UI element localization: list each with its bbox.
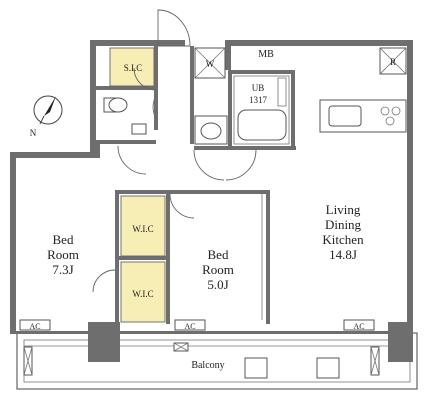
unit-bath: [233, 75, 290, 145]
ldk-name-line2: Dining: [325, 217, 362, 232]
bed-left-name-line2: Room: [47, 247, 79, 262]
wic-upper-label: W.I.C: [132, 224, 153, 234]
svg-text:AC: AC: [29, 322, 40, 331]
washer-pan: [194, 47, 226, 79]
wic-upper: [120, 195, 166, 257]
fridge-label: R: [390, 57, 396, 67]
sic-label: S.I.C: [124, 63, 143, 73]
label-bed-center: Bed Room 5.0J: [202, 247, 234, 292]
bed-center-size: 5.0J: [207, 277, 228, 292]
bed-left-name-line1: Bed: [53, 232, 74, 247]
bed-center-name-line2: Room: [202, 262, 234, 277]
wash-basin: [194, 115, 228, 145]
label-bed-left: Bed Room 7.3J: [47, 232, 79, 277]
ub-label: UB: [252, 83, 265, 93]
doors: [92, 9, 263, 320]
ac-center: AC: [174, 319, 206, 331]
wic-lower: [120, 261, 166, 323]
sic-storage: [109, 47, 155, 87]
ldk-name-line3: Kitchen: [322, 232, 364, 247]
svg-text:AC: AC: [184, 322, 195, 331]
balcony-area: [16, 332, 418, 390]
interior-walls: [96, 46, 296, 324]
svg-text:AC: AC: [353, 322, 364, 331]
fridge-space: [379, 47, 407, 75]
ldk-name-line1: Living: [326, 202, 361, 217]
ac-left: AC: [19, 319, 51, 331]
bed-center-name-line1: Bed: [208, 247, 229, 262]
toilet: [103, 97, 147, 135]
kitchen-counter: [319, 99, 407, 133]
ldk-size: 14.8J: [329, 247, 357, 262]
ac-right: AC: [343, 319, 375, 331]
wic-lower-label: W.I.C: [132, 289, 153, 299]
washer-label: W: [206, 59, 215, 69]
outer-walls: [10, 40, 413, 362]
bed-left-size: 7.3J: [52, 262, 73, 277]
label-ldk: Living Dining Kitchen 14.8J: [322, 202, 364, 262]
balcony-label: Balcony: [191, 360, 224, 371]
compass-north-label: N: [30, 128, 37, 138]
ub-size-label: 1317: [249, 95, 268, 105]
mb-label: MB: [258, 49, 274, 60]
compass-icon: N: [30, 95, 63, 138]
